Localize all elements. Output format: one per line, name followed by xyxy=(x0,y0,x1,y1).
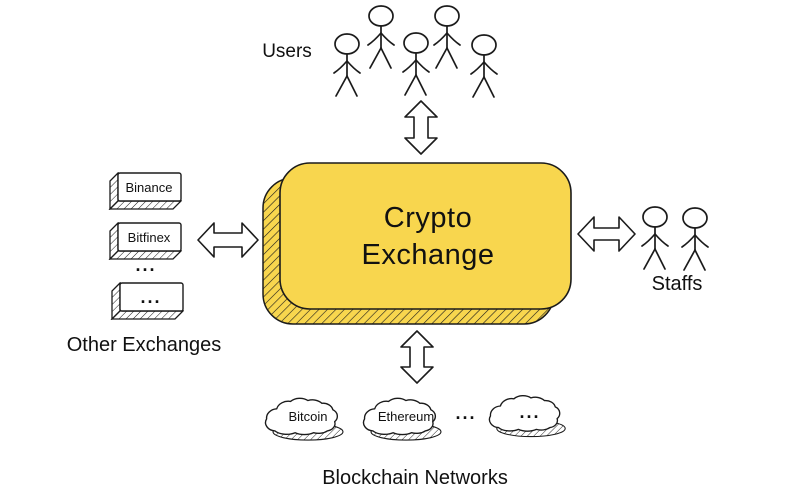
more-networks-dots: ... xyxy=(519,402,540,422)
arrow-users-exchange xyxy=(404,100,438,155)
staffs-group: Staffs xyxy=(641,206,709,295)
arrow-exchanges-exchange xyxy=(197,222,259,258)
bitcoin-label: Bitcoin xyxy=(288,409,327,424)
users-label: Users xyxy=(262,41,312,62)
user-figure xyxy=(367,5,395,69)
binance-label: Binance xyxy=(126,180,173,195)
user-figure xyxy=(470,34,498,98)
crypto-exchange-label-line2: Exchange xyxy=(362,239,495,271)
staff-figure xyxy=(681,207,709,271)
blockchain-networks-label: Blockchain Networks xyxy=(322,467,508,489)
more-exchanges-dots: ... xyxy=(140,287,161,307)
arrow-exchange-staffs xyxy=(577,216,636,252)
blockchain-networks-group: Bitcoin Ethereum ... ... Blockchain Netw… xyxy=(264,394,566,489)
networks-ellipsis: ... xyxy=(455,403,476,423)
user-figure xyxy=(433,5,461,69)
crypto-exchange-box: Crypto Exchange xyxy=(262,162,572,325)
staff-figure xyxy=(641,206,669,270)
exchanges-ellipsis: ... xyxy=(135,255,156,275)
arrow-exchange-blockchain xyxy=(400,330,434,384)
other-exchanges-label: Other Exchanges xyxy=(67,334,222,356)
staffs-label: Staffs xyxy=(652,273,703,295)
user-figure xyxy=(402,32,430,96)
ethereum-label: Ethereum xyxy=(378,409,434,424)
other-exchanges-group: Binance Bitfinex ... ... Other Exchanges xyxy=(67,172,222,356)
crypto-exchange-label-line1: Crypto xyxy=(384,202,472,234)
crypto-exchange-box-face xyxy=(279,162,572,310)
bitfinex-label: Bitfinex xyxy=(128,230,171,245)
users-group: Users xyxy=(262,5,498,98)
user-figure xyxy=(333,33,361,97)
